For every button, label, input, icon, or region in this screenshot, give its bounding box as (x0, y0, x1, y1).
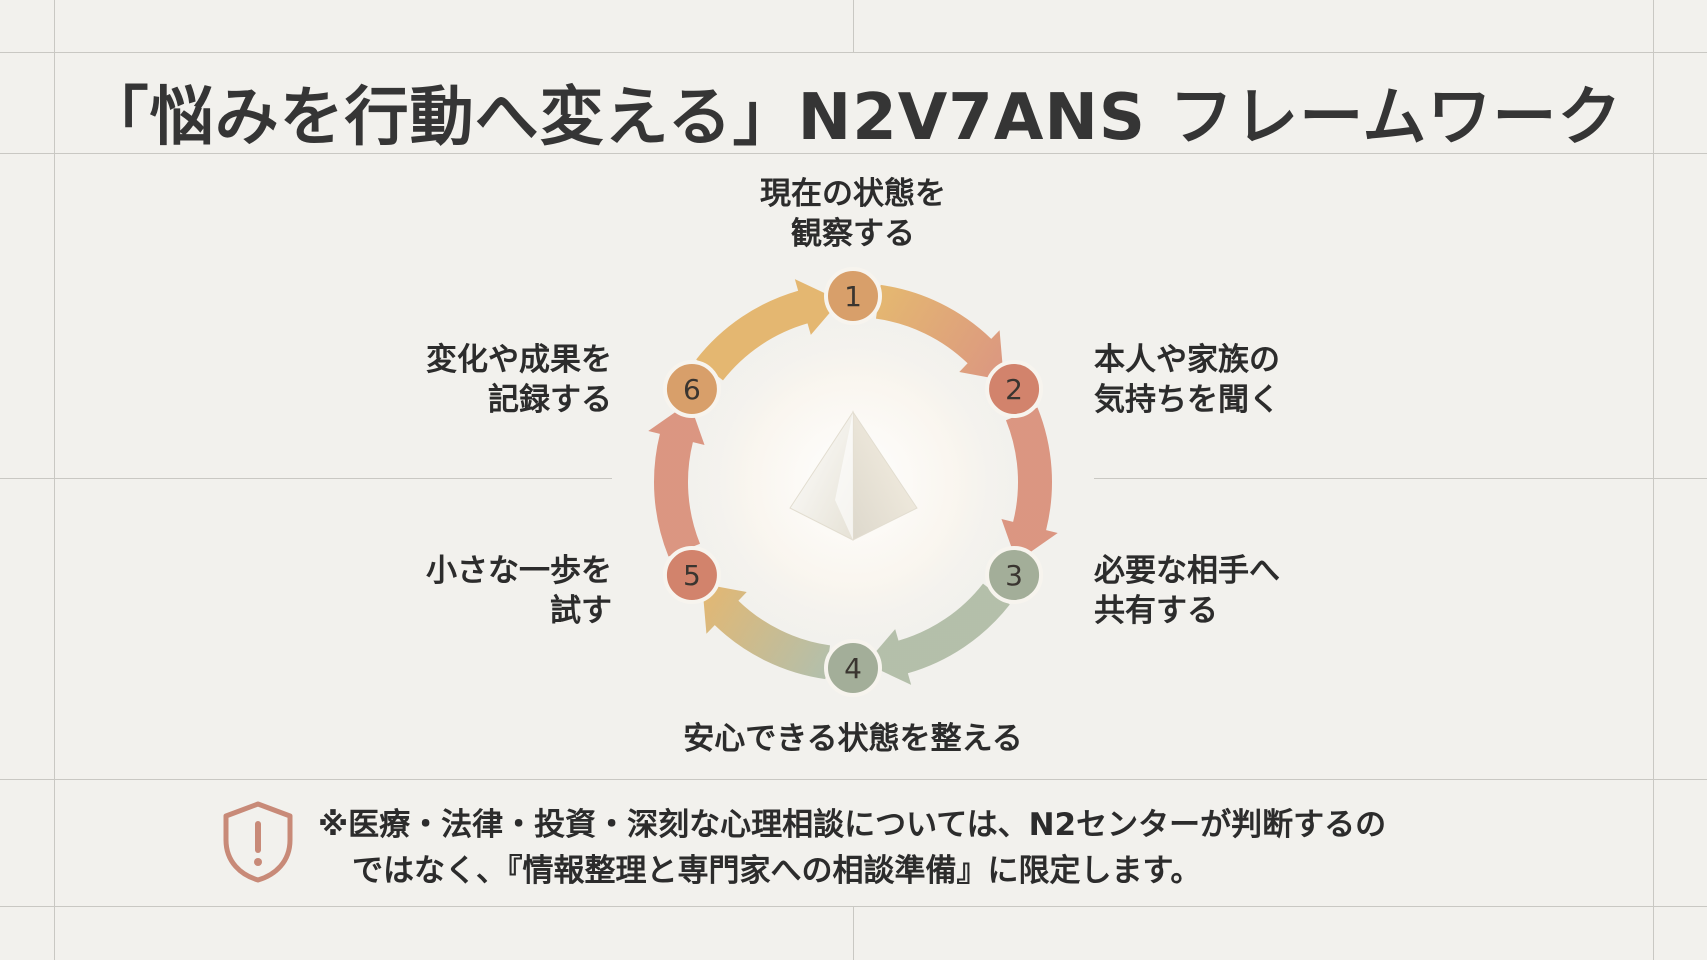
step-6-line1: 変化や成果を (426, 342, 612, 378)
note-line1: ※医療・法律・投資・深刻な心理相談については、N2センターが判断するの (318, 807, 1387, 843)
step-3-line2: 共有する (1094, 593, 1218, 629)
step-4-number: 4 (844, 652, 862, 685)
grid-line (853, 906, 854, 960)
step-6-line2: 記録する (488, 382, 612, 418)
step-3-label: 必要な相手へ 共有する (1094, 551, 1280, 631)
step-4-badge: 4 (824, 639, 882, 697)
step-2-line1: 本人や家族の (1094, 342, 1280, 378)
step-5-line2: 試す (550, 593, 612, 629)
cycle-arrow-2 (1001, 407, 1058, 562)
grid-line (1094, 478, 1707, 479)
step-3-line1: 必要な相手へ (1094, 553, 1280, 589)
step-1-number: 1 (844, 280, 862, 313)
step-5-number: 5 (683, 559, 701, 592)
grid-line (0, 779, 1707, 780)
step-2-badge: 2 (985, 360, 1044, 418)
step-6-badge: 6 (662, 360, 721, 418)
step-4-line1: 安心できる状態を整える (683, 721, 1023, 757)
grid-line (0, 52, 1707, 53)
grid-line (0, 153, 1707, 154)
shield-warning-icon (223, 801, 293, 883)
step-6-number: 6 (683, 373, 701, 406)
step-5-line1: 小さな一歩を (426, 553, 612, 589)
cycle-arrow-6 (696, 279, 841, 381)
grid-line (1653, 0, 1654, 960)
page-title: 「悩みを行動へ変える」N2V7ANS フレームワーク (84, 81, 1623, 155)
step-1-line1: 現在の状態を (760, 176, 946, 212)
step-1-label: 現在の状態を 観察する (703, 174, 1003, 254)
step-2-label: 本人や家族の 気持ちを聞く (1094, 340, 1280, 420)
cycle-arrow-5 (648, 402, 705, 557)
grid-line (54, 0, 55, 960)
cycle-arrow-4 (702, 583, 831, 680)
step-5-badge: 5 (662, 546, 721, 604)
cycle-arrow-3 (865, 583, 1010, 685)
step-3-badge: 3 (985, 546, 1044, 604)
step-3-number: 3 (1005, 559, 1023, 592)
step-1-line2: 観察する (791, 216, 915, 252)
crystal-icon (789, 410, 918, 541)
grid-line (853, 0, 854, 52)
step-5-label: 小さな一歩を 試す (312, 551, 612, 631)
step-4-label: 安心できる状態を整える (603, 719, 1103, 759)
step-2-number: 2 (1005, 373, 1023, 406)
step-6-label: 変化や成果を 記録する (312, 340, 612, 420)
disclaimer-note: ※医療・法律・投資・深刻な心理相談については、N2センターが判断するの ではなく… (318, 802, 1386, 894)
grid-line (0, 478, 612, 479)
note-line2: ではなく、『情報整理と専門家への相談準備』に限定します。 (352, 853, 1202, 889)
step-1-badge: 1 (824, 267, 882, 325)
step-2-line2: 気持ちを聞く (1094, 382, 1280, 418)
cycle-arrow-1 (875, 284, 1004, 381)
